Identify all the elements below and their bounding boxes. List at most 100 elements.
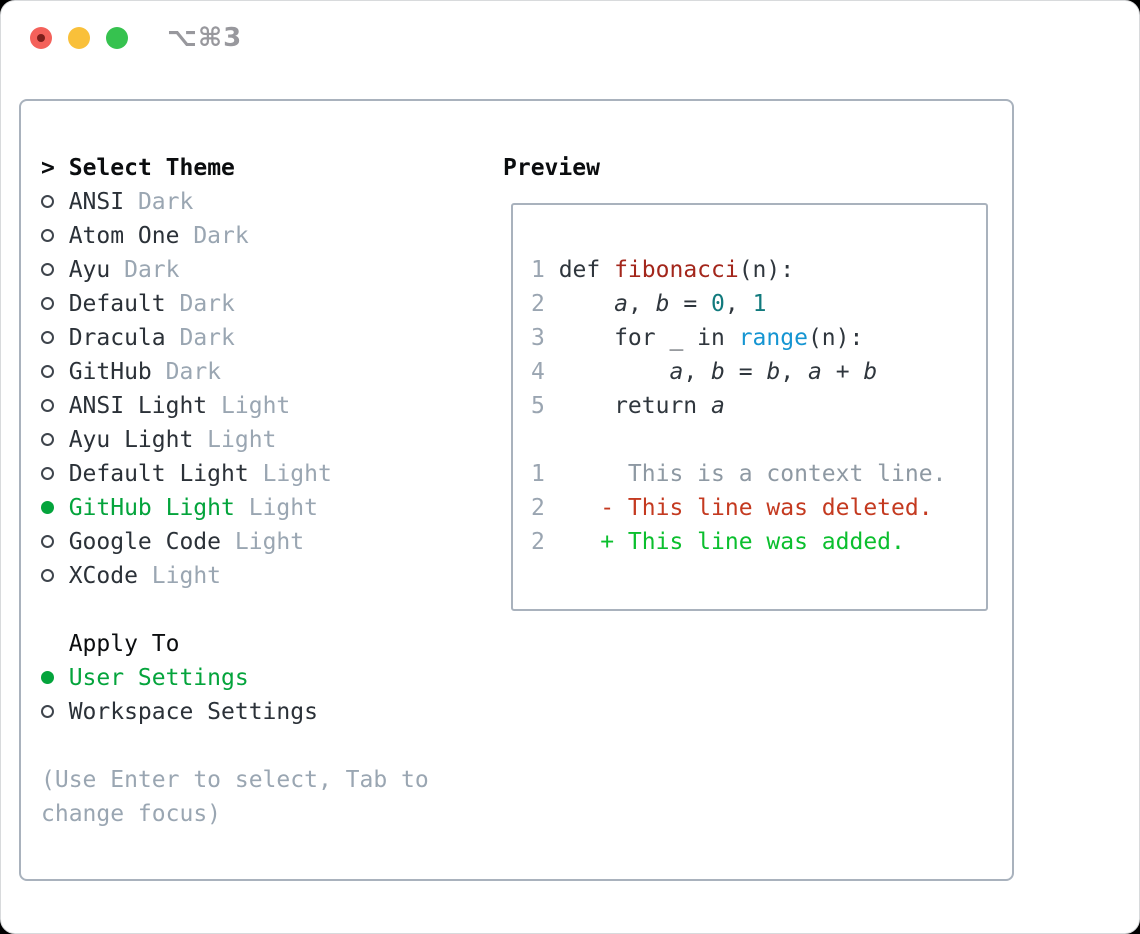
preview-line: 2 a, b = 0, 1 [531, 287, 986, 321]
theme-name: Google Code [68, 529, 222, 555]
minimize-button[interactable] [68, 27, 90, 49]
code-segment: b [766, 359, 781, 385]
theme-name: Dracula [68, 325, 166, 351]
theme-option[interactable]: Ayu Dark [41, 253, 491, 287]
theme-name: Atom One [68, 223, 180, 249]
code-segment: a [711, 393, 725, 419]
theme-variant: Dark [124, 257, 180, 283]
code-segment: + This line was added. [600, 529, 905, 555]
theme-option[interactable]: ANSI Light Light [41, 389, 491, 423]
theme-name: GitHub [68, 359, 152, 385]
theme-name: ANSI Light [68, 393, 208, 419]
code-segment: (n): [807, 325, 864, 351]
select-theme-label: Select Theme [68, 155, 235, 181]
theme-variant: Dark [165, 359, 222, 385]
theme-name: ANSI [68, 189, 125, 215]
theme-variant: Dark [179, 325, 235, 351]
theme-option[interactable]: GitHub Light Light [41, 491, 491, 525]
preview-line: 4 a, b = b, a + b [531, 355, 986, 389]
close-button[interactable] [30, 27, 52, 49]
theme-variant: Light [207, 427, 277, 453]
preview-line: 3 for _ in range(n): [531, 321, 986, 355]
radio-icon [41, 559, 69, 593]
theme-option[interactable]: Atom One Dark [41, 219, 491, 253]
theme-name: Default [68, 291, 166, 317]
radio-selected-icon [41, 491, 69, 525]
theme-option[interactable]: XCode Light [41, 559, 491, 593]
radio-icon [41, 185, 69, 219]
theme-variant: Light [221, 393, 291, 419]
code-segment: - This line was deleted. [600, 495, 933, 521]
theme-name: Default Light [68, 461, 249, 487]
line-number: 1 [531, 257, 545, 283]
spacer [41, 593, 491, 627]
code-segment: , [683, 359, 712, 385]
radio-icon [41, 457, 69, 491]
radio-icon [41, 219, 69, 253]
line-number: 2 [531, 291, 545, 317]
code-segment: return [558, 393, 712, 419]
code-segment: a [614, 291, 628, 317]
spacer [41, 729, 491, 763]
cursor-prefix-icon: > [41, 155, 55, 181]
code-segment: 1 [752, 291, 767, 317]
code-segment: 0 [711, 291, 725, 317]
apply-to-option[interactable]: Workspace Settings [41, 695, 491, 729]
line-number: 1 [531, 461, 545, 487]
code-segment: a [808, 359, 822, 385]
preview-header: Preview [503, 155, 600, 181]
theme-variant: Dark [137, 189, 194, 215]
theme-option[interactable]: Google Code Light [41, 525, 491, 559]
theme-name: Ayu [68, 257, 111, 283]
theme-name: Ayu Light [68, 427, 194, 453]
apply-to-header: Apply To [68, 631, 180, 657]
theme-option[interactable]: Default Dark [41, 287, 491, 321]
code-segment: , [627, 291, 656, 317]
code-segment: = [669, 291, 712, 317]
theme-option[interactable]: Default Light Light [41, 457, 491, 491]
preview-line: 2 + This line was added. [531, 525, 986, 559]
theme-variant: Light [248, 495, 318, 521]
code-segment [559, 529, 601, 555]
keyboard-hint: (Use Enter to select, Tab to change focu… [41, 767, 429, 827]
line-number: 4 [531, 359, 545, 385]
code-segment: = [724, 359, 767, 385]
titlebar: ⌥⌘3 [1, 1, 1139, 75]
preview-line: 5 return a [531, 389, 986, 423]
radio-icon [41, 355, 69, 389]
code-segment [559, 495, 601, 521]
theme-option[interactable]: GitHub Dark [41, 355, 491, 389]
line-number: 3 [531, 325, 545, 351]
code-segment: b [863, 359, 878, 385]
select-theme-header: > Select Theme [41, 151, 491, 185]
theme-name: GitHub Light [68, 495, 235, 521]
theme-option[interactable]: ANSI Dark [41, 185, 491, 219]
radio-icon [41, 695, 69, 729]
apply-to-option[interactable]: User Settings [41, 661, 491, 695]
code-segment: def [558, 257, 615, 283]
code-segment [559, 291, 614, 317]
code-segment: b [655, 291, 670, 317]
zoom-button[interactable] [106, 27, 128, 49]
theme-variant: Dark [179, 291, 235, 317]
line-number: 2 [531, 529, 545, 555]
theme-option[interactable]: Dracula Dark [41, 321, 491, 355]
radio-icon [41, 389, 69, 423]
apply-to-label: Workspace Settings [68, 699, 318, 725]
line-number: 5 [531, 393, 545, 419]
radio-icon [41, 321, 69, 355]
radio-icon [41, 525, 69, 559]
code-segment: This is a context line. [558, 461, 947, 487]
theme-option[interactable]: Ayu Light Light [41, 423, 491, 457]
code-segment: + [821, 359, 864, 385]
theme-variant: Light [262, 461, 332, 487]
radio-selected-icon [41, 661, 69, 695]
code-segment: a [669, 359, 684, 385]
code-segment: b [711, 359, 725, 385]
preview-line: 1 This is a context line. [531, 457, 986, 491]
